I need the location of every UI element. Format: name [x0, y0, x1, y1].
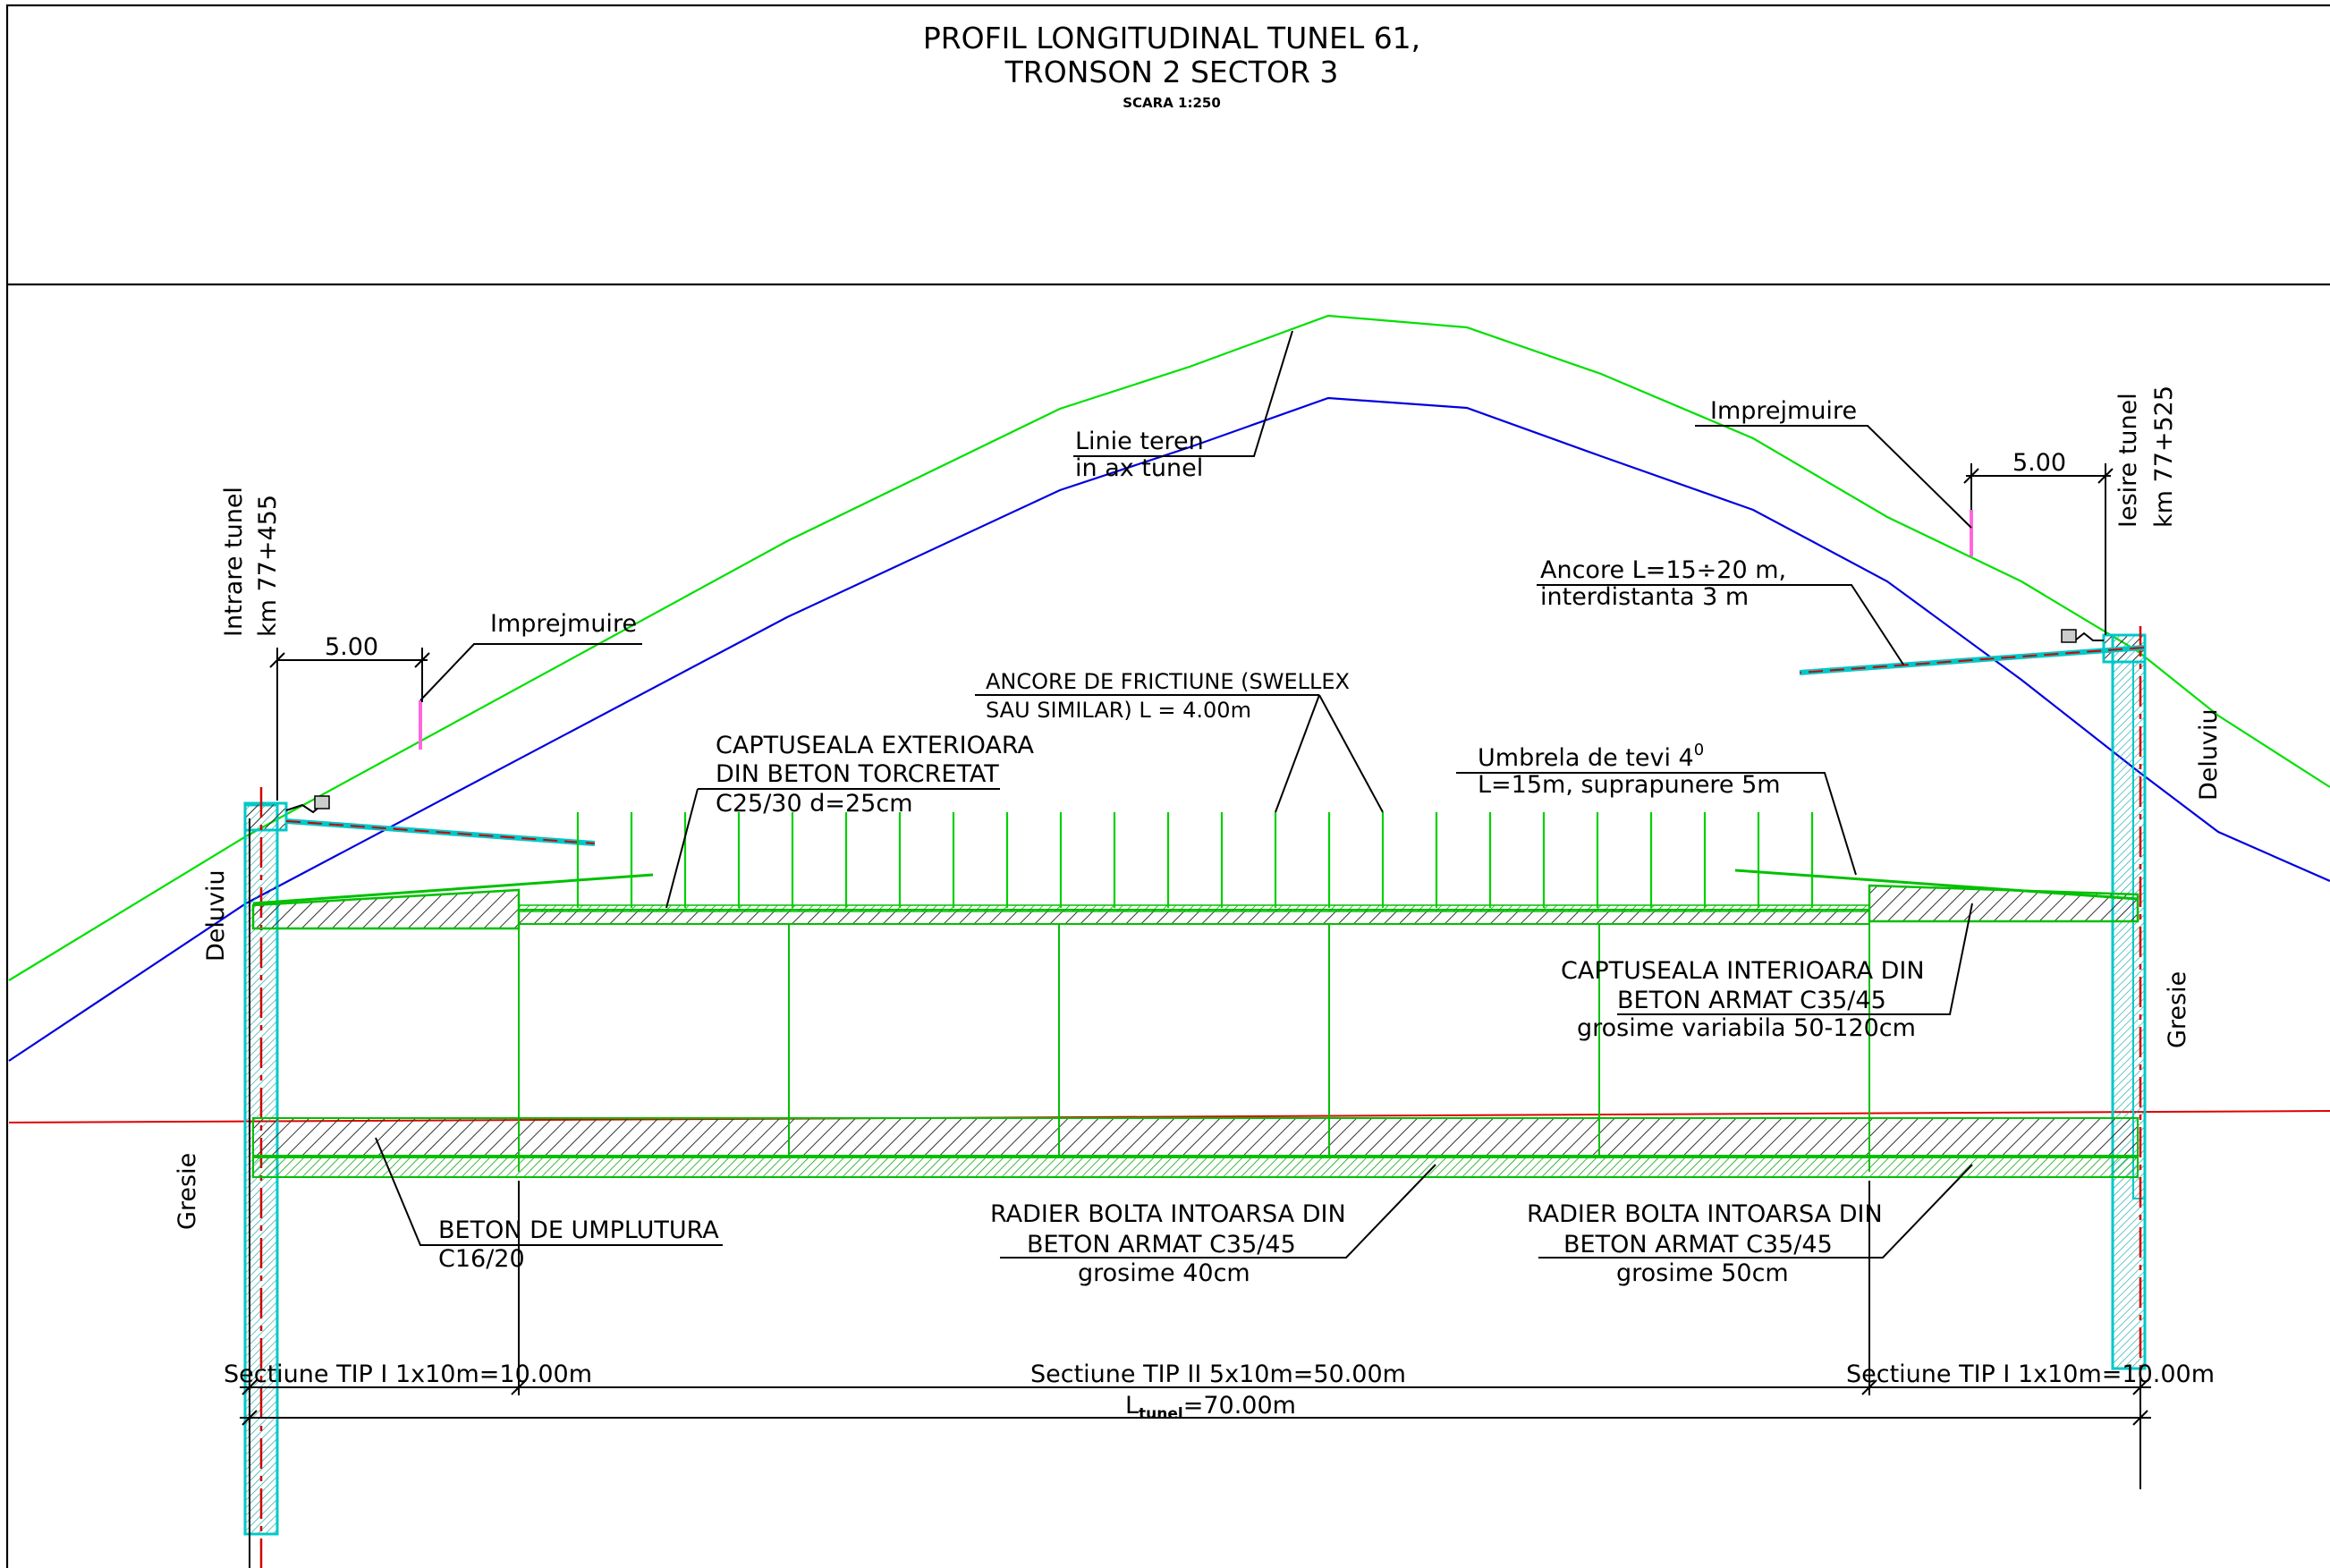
inner-lining-label-3: grosime variabila 50-120cm — [1577, 1014, 1916, 1042]
right-portal-wall — [2132, 661, 2146, 1199]
section-dimensions: Sectiune TIP I 1x10m=10.00m Sectiune TIP… — [224, 1181, 2215, 1395]
invert — [252, 1117, 2139, 1178]
crown-lining-right-end — [1868, 884, 2139, 923]
outer-lining-label-1: CAPTUSEALA EXTERIOARA — [716, 732, 1035, 759]
right-portal-block — [2061, 629, 2077, 643]
friction-anchor-label-group: ANCORE DE FRICTIUNE (SWELLEX SAU SIMILAR… — [975, 669, 1384, 813]
fill-concrete-leader — [375, 1137, 723, 1246]
friction-anchors — [576, 812, 1814, 908]
left-fence-dimension: 5.00 — [269, 633, 430, 801]
invert-end-label-group: RADIER BOLTA INTOARSA DIN BETON ARMAT C3… — [1527, 1164, 1973, 1287]
title-line-2: TRONSON 2 SECTOR 3 — [1004, 55, 1339, 89]
soil-deluviu-left: Deluviu — [202, 869, 230, 962]
invert-end-label-2: BETON ARMAT C35/45 — [1563, 1231, 1833, 1259]
invert-end-label-3: grosime 50cm — [1616, 1259, 1789, 1287]
total-length-dimension: Ltunel=70.00m — [240, 1392, 2151, 1426]
drawing-frame — [5, 4, 2330, 1568]
right-portal — [1799, 626, 2147, 1489]
friction-anchor-label-2: SAU SIMILAR) L = 4.00m — [986, 698, 1251, 723]
right-portal-km: km 77+525 — [2150, 386, 2178, 528]
portal-anchor-label-2: interdistanta 3 m — [1540, 583, 1749, 611]
left-fence-label: Imprejmuire — [490, 610, 637, 638]
invert-mid-leader — [1000, 1164, 1436, 1259]
friction-anchor-leader-1 — [1275, 694, 1320, 813]
fill-concrete-label-1: BETON DE UMPLUTURA — [438, 1216, 719, 1244]
outer-shotcrete-layer — [518, 904, 1870, 912]
invert-mid-label-group: RADIER BOLTA INTOARSA DIN BETON ARMAT C3… — [990, 1164, 1436, 1287]
left-portal-anchor — [285, 818, 596, 846]
invert-mid-label-1: RADIER BOLTA INTOARSA DIN — [990, 1200, 1346, 1228]
right-portal-labels: Iesire tunel km 77+525 5.00 Imprejmuire — [1695, 386, 2178, 635]
portal-anchor-label-group: Ancore L=15÷20 m, interdistanta 3 m — [1537, 556, 1904, 665]
right-fence-leader — [1695, 425, 1972, 529]
fill-concrete-band — [252, 1117, 2139, 1157]
outer-lining-leader — [665, 788, 699, 909]
portal-anchor-leader — [1537, 584, 1904, 665]
fill-concrete-label-2: C16/20 — [438, 1245, 525, 1273]
umbrella-pipe-right — [1734, 869, 2139, 901]
invert-mid-label-2: BETON ARMAT C35/45 — [1027, 1231, 1296, 1259]
crown-lining — [251, 869, 2139, 930]
title-line-1: PROFIL LONGITUDINAL TUNEL 61, — [923, 21, 1420, 55]
left-portal-name: Intrare tunel — [220, 487, 248, 637]
inner-lining-leader — [1617, 903, 1973, 1015]
left-fence-leader — [419, 643, 642, 701]
terrain-leader — [1073, 330, 1293, 457]
right-portal-name: Iesire tunel — [2114, 393, 2142, 528]
inner-lining-label-2: BETON ARMAT C35/45 — [1617, 987, 1886, 1014]
terrain-label-group: Linie teren in ax tunel — [1073, 330, 1293, 482]
ring-joints — [518, 921, 1870, 1172]
umbrella-label-1: Umbrela de tevi 40 — [1478, 741, 1704, 772]
right-fence-dimension: 5.00 — [1963, 449, 2114, 635]
terrain-label-2: in ax tunel — [1075, 454, 1203, 482]
soil-labels: Deluviu Gresie Deluviu Gresie — [174, 708, 2223, 1230]
invert-slab — [252, 1157, 2139, 1178]
section-left-label: Sectiune TIP I 1x10m=10.00m — [224, 1360, 592, 1388]
title-block: PROFIL LONGITUDINAL TUNEL 61, TRONSON 2 … — [923, 21, 1420, 111]
left-fence-dimension-value: 5.00 — [325, 633, 378, 661]
section-middle-label: Sectiune TIP II 5x10m=50.00m — [1030, 1360, 1406, 1388]
umbrella-leader — [1456, 772, 1857, 876]
left-portal-cap — [243, 801, 288, 832]
rock-boundary-line — [8, 396, 2330, 1062]
umbrella-label-group: Umbrela de tevi 40 L=15m, suprapunere 5m — [1456, 741, 1857, 876]
inner-lining-label-1: CAPTUSEALA INTERIOARA DIN — [1561, 957, 1925, 985]
outer-lining-label-group: CAPTUSEALA EXTERIOARA DIN BETON TORCRETA… — [665, 732, 1035, 909]
umbrella-label-2: L=15m, suprapunere 5m — [1478, 771, 1781, 799]
inner-lining-label-group: CAPTUSEALA INTERIOARA DIN BETON ARMAT C3… — [1561, 903, 1973, 1042]
left-portal-km: km 77+455 — [254, 495, 282, 637]
friction-anchor-leader-2 — [1318, 694, 1384, 813]
friction-anchor-label-1: ANCORE DE FRICTIUNE (SWELLEX — [986, 669, 1350, 694]
right-fence-dimension-value: 5.00 — [2012, 449, 2066, 477]
outer-lining-label-2: DIN BETON TORCRETAT — [716, 760, 999, 788]
invert-mid-label-3: grosime 40cm — [1078, 1259, 1250, 1287]
right-portal-anchor — [1799, 645, 2145, 675]
section-right-label: Sectiune TIP I 1x10m=10.00m — [1846, 1360, 2215, 1388]
left-portal-labels: Intrare tunel km 77+455 5.00 Imprejmuire — [220, 487, 642, 801]
right-fence-label: Imprejmuire — [1710, 397, 1857, 425]
fill-concrete-label-group: BETON DE UMPLUTURA C16/20 — [375, 1137, 723, 1273]
crown-lining-left-end — [251, 888, 521, 930]
left-portal-block — [314, 795, 330, 809]
portal-anchor-label-1: Ancore L=15÷20 m, — [1540, 556, 1786, 584]
invert-end-label-1: RADIER BOLTA INTOARSA DIN — [1527, 1200, 1883, 1228]
outer-lining-label-3: C25/30 d=25cm — [716, 790, 913, 818]
title-scale: SCARA 1:250 — [1123, 95, 1221, 111]
invert-end-leader — [1538, 1164, 1973, 1259]
umbrella-pipe-left — [252, 873, 654, 905]
terrain-label-1: Linie teren — [1075, 428, 1204, 455]
soil-gresie-right: Gresie — [2164, 971, 2191, 1048]
total-length-label: Ltunel=70.00m — [1125, 1392, 1296, 1423]
soil-gresie-left: Gresie — [174, 1153, 201, 1230]
soil-deluviu-right: Deluviu — [2195, 708, 2223, 801]
